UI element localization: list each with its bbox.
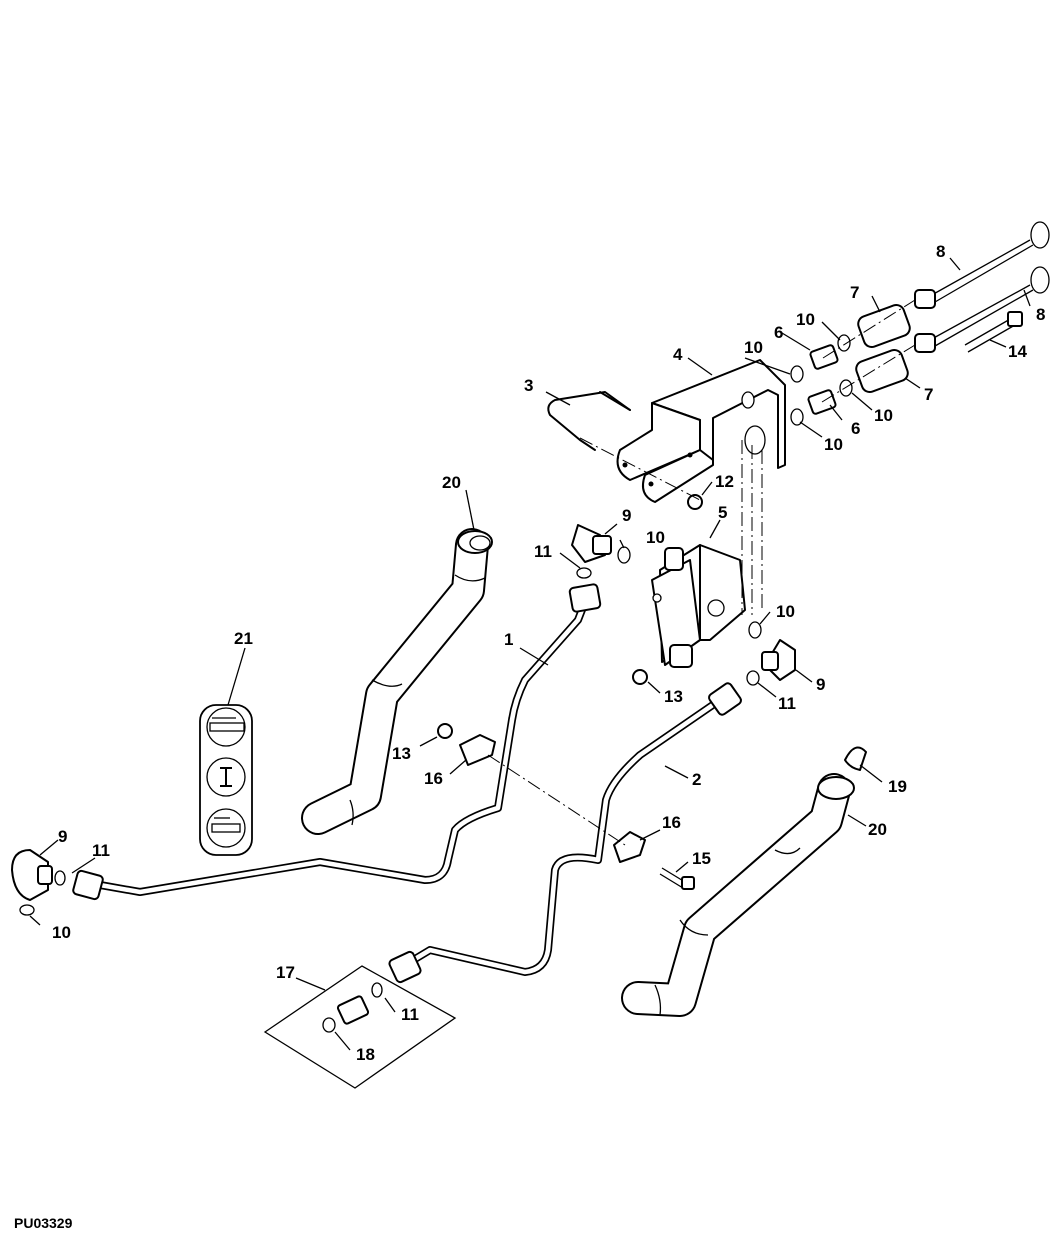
callout-10-c: 10 [824, 435, 843, 454]
mounting-bracket [616, 359, 786, 503]
callout-19: 19 [888, 777, 907, 796]
elbow-fitting-top [571, 524, 612, 563]
clamp-upper [459, 734, 496, 766]
quick-coupler-upper [857, 304, 911, 348]
quick-coupler-lower [855, 349, 909, 393]
callout-20-left: 20 [442, 473, 461, 492]
o-rings [19, 334, 853, 1033]
callout-6-lower: 6 [851, 419, 860, 438]
callout-10-e: 10 [646, 528, 665, 547]
dust-plug-upper [914, 221, 1050, 309]
hose-right [621, 773, 855, 1017]
callout-17: 17 [276, 963, 295, 982]
cylinder-retract-icon [211, 817, 241, 833]
callout-14: 14 [1008, 342, 1027, 361]
callout-10-a: 10 [744, 338, 763, 357]
callout-7-upper: 7 [850, 283, 859, 302]
elbow-fitting-right [761, 639, 796, 681]
nut-13-right [632, 669, 648, 685]
callout-10-f: 10 [776, 602, 795, 621]
callout-7-lower: 7 [924, 385, 933, 404]
callout-13-left: 13 [392, 744, 411, 763]
alignment-lines [487, 299, 916, 846]
callout-4: 4 [673, 345, 683, 364]
callout-11-c: 11 [92, 841, 110, 860]
roman-one-icon [220, 767, 232, 787]
callout-10-g: 10 [52, 923, 71, 942]
callout-9-right: 9 [816, 675, 825, 694]
figure-id: PU03329 [14, 1215, 73, 1231]
cylinder-extend-icon [209, 717, 245, 732]
callout-18: 18 [356, 1045, 375, 1064]
cap-screw-short [659, 867, 695, 890]
nut-13-left [437, 723, 453, 739]
dust-plug-lower [914, 266, 1050, 353]
callout-20-right: 20 [868, 820, 887, 839]
callout-10-b: 10 [796, 310, 815, 329]
leader-lines [29, 257, 1031, 1051]
u-bolt [547, 391, 631, 451]
callout-16-lower: 16 [662, 813, 681, 832]
callout-10-d: 10 [874, 406, 893, 425]
callout-5: 5 [718, 503, 727, 522]
callout-9-left: 9 [58, 827, 67, 846]
callout-11-b: 11 [778, 694, 796, 713]
callout-12: 12 [715, 472, 734, 491]
callout-3: 3 [524, 376, 533, 395]
nut-12 [687, 494, 703, 510]
control-valve [651, 544, 746, 668]
callout-8-lower: 8 [1036, 305, 1045, 324]
callout-6-upper: 6 [774, 323, 783, 342]
elbow-fitting-left [11, 849, 53, 901]
hose-left [301, 528, 493, 835]
tube-1 [72, 583, 602, 901]
callout-13-right: 13 [664, 687, 683, 706]
callout-2: 2 [692, 770, 701, 789]
callout-16-upper: 16 [424, 769, 443, 788]
kit-17-diamond [263, 965, 457, 1089]
callout-8-upper: 8 [936, 242, 945, 261]
callout-11-a: 11 [534, 542, 552, 561]
callout-15: 15 [692, 849, 711, 868]
clamp-lower [613, 831, 646, 863]
callout-21: 21 [234, 629, 253, 648]
dust-cap [844, 746, 867, 771]
callout-labels: 1 2 3 4 5 6 6 7 7 8 8 9 9 9 10 10 10 10 … [52, 242, 1045, 1064]
callout-1: 1 [504, 630, 513, 649]
tube-2 [388, 682, 742, 984]
cap-screw-long [964, 311, 1023, 353]
decal-21 [199, 704, 253, 856]
callout-9-top: 9 [622, 506, 631, 525]
callout-11-d: 11 [401, 1005, 419, 1024]
